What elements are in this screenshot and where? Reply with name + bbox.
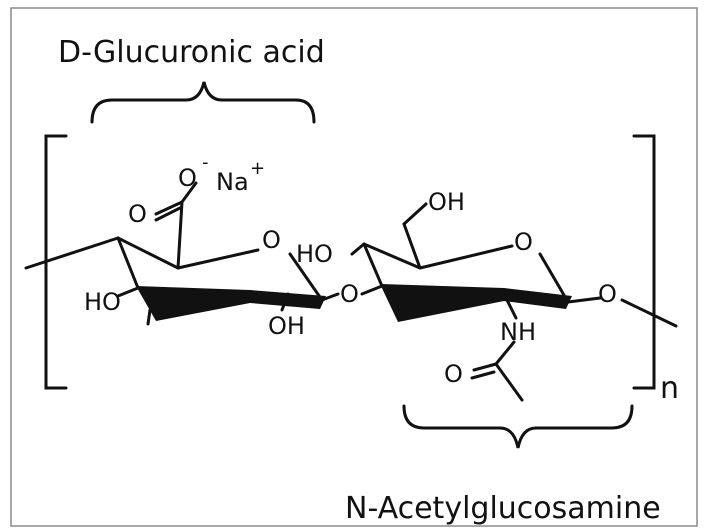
atom-bridge-o: O	[340, 280, 359, 308]
atom-ring1-o: O	[262, 226, 281, 254]
bracket-right	[632, 134, 656, 390]
atom-carboxylate-o: O	[178, 164, 197, 192]
atom-ring1-ho: HO	[84, 288, 121, 316]
charge-plus: +	[250, 158, 265, 179]
atom-ring2-o: O	[514, 228, 533, 256]
diagram-frame	[10, 7, 698, 527]
atom-carboxyl-o-double: O	[128, 200, 147, 228]
atom-acetyl-o: O	[444, 360, 463, 388]
atom-ring2-ch2oh: OH	[428, 188, 465, 216]
label-d-glucuronic-acid: D-Glucuronic acid	[58, 35, 325, 70]
charge-minus: -	[202, 152, 209, 173]
atom-sodium: Na	[216, 168, 249, 196]
ring-glucuronate	[24, 181, 340, 326]
atom-ring2-nh: NH	[500, 318, 536, 346]
brace-acetylglucosamine	[402, 404, 634, 449]
atom-ring2-ho: HO	[296, 240, 333, 268]
atom-glycosidic-o: O	[598, 280, 617, 308]
atom-ring1-oh: OH	[268, 312, 305, 340]
label-n-acetylglucosamine: N-Acetylglucosamine	[345, 491, 661, 526]
brace-glucuronic	[90, 81, 316, 124]
repeat-subscript-n: n	[660, 371, 679, 406]
ring-acetylglucosamine	[350, 202, 678, 402]
